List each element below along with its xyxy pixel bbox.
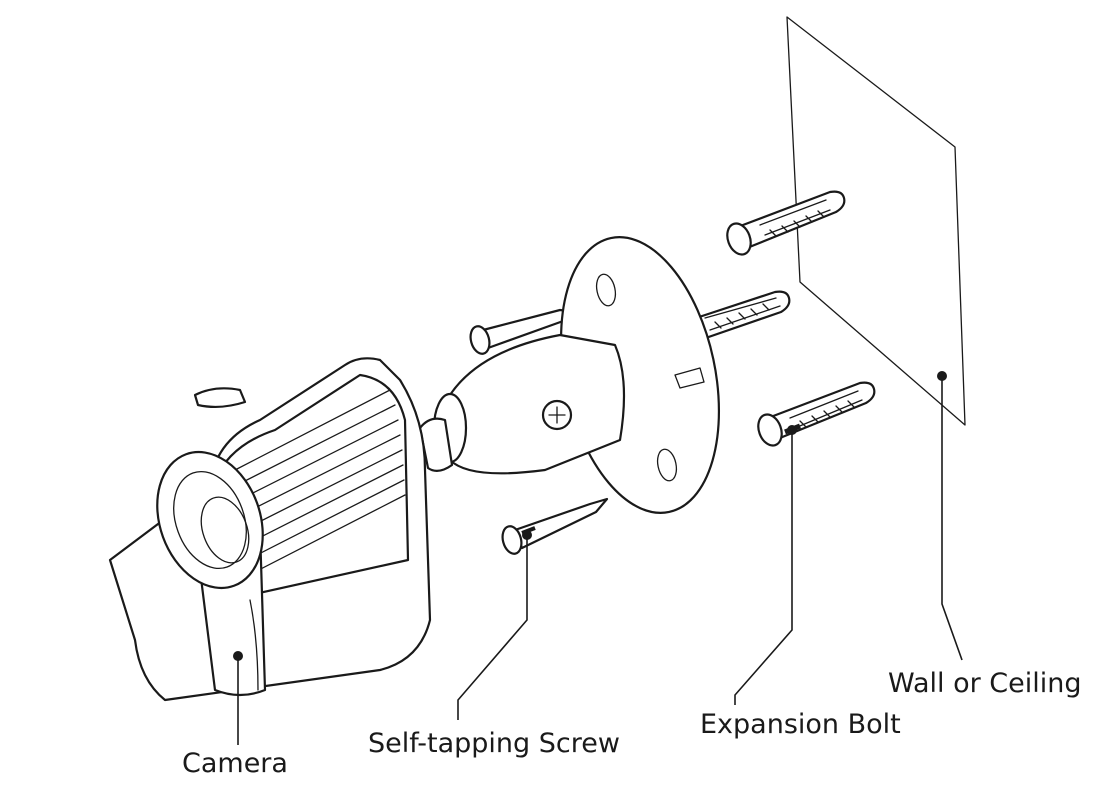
label-self-tapping-screw: Self-tapping Screw (368, 728, 620, 759)
wall-plane (786, 16, 966, 426)
label-expansion-bolt: Expansion Bolt (700, 709, 901, 740)
camera (108, 357, 432, 702)
leader-wall-or-ceiling (937, 371, 963, 661)
self-tapping-screw-bottom (501, 497, 609, 555)
leader-self-tapping-screw (457, 530, 532, 720)
bracket-body (418, 333, 626, 475)
label-wall-or-ceiling: Wall or Ceiling (888, 668, 1082, 699)
leader-expansion-bolt (734, 425, 797, 705)
label-camera: Camera (182, 748, 288, 779)
expansion-bolt-bottom (757, 381, 876, 447)
leader-camera (233, 651, 243, 745)
expansion-bolt-top (726, 190, 846, 256)
